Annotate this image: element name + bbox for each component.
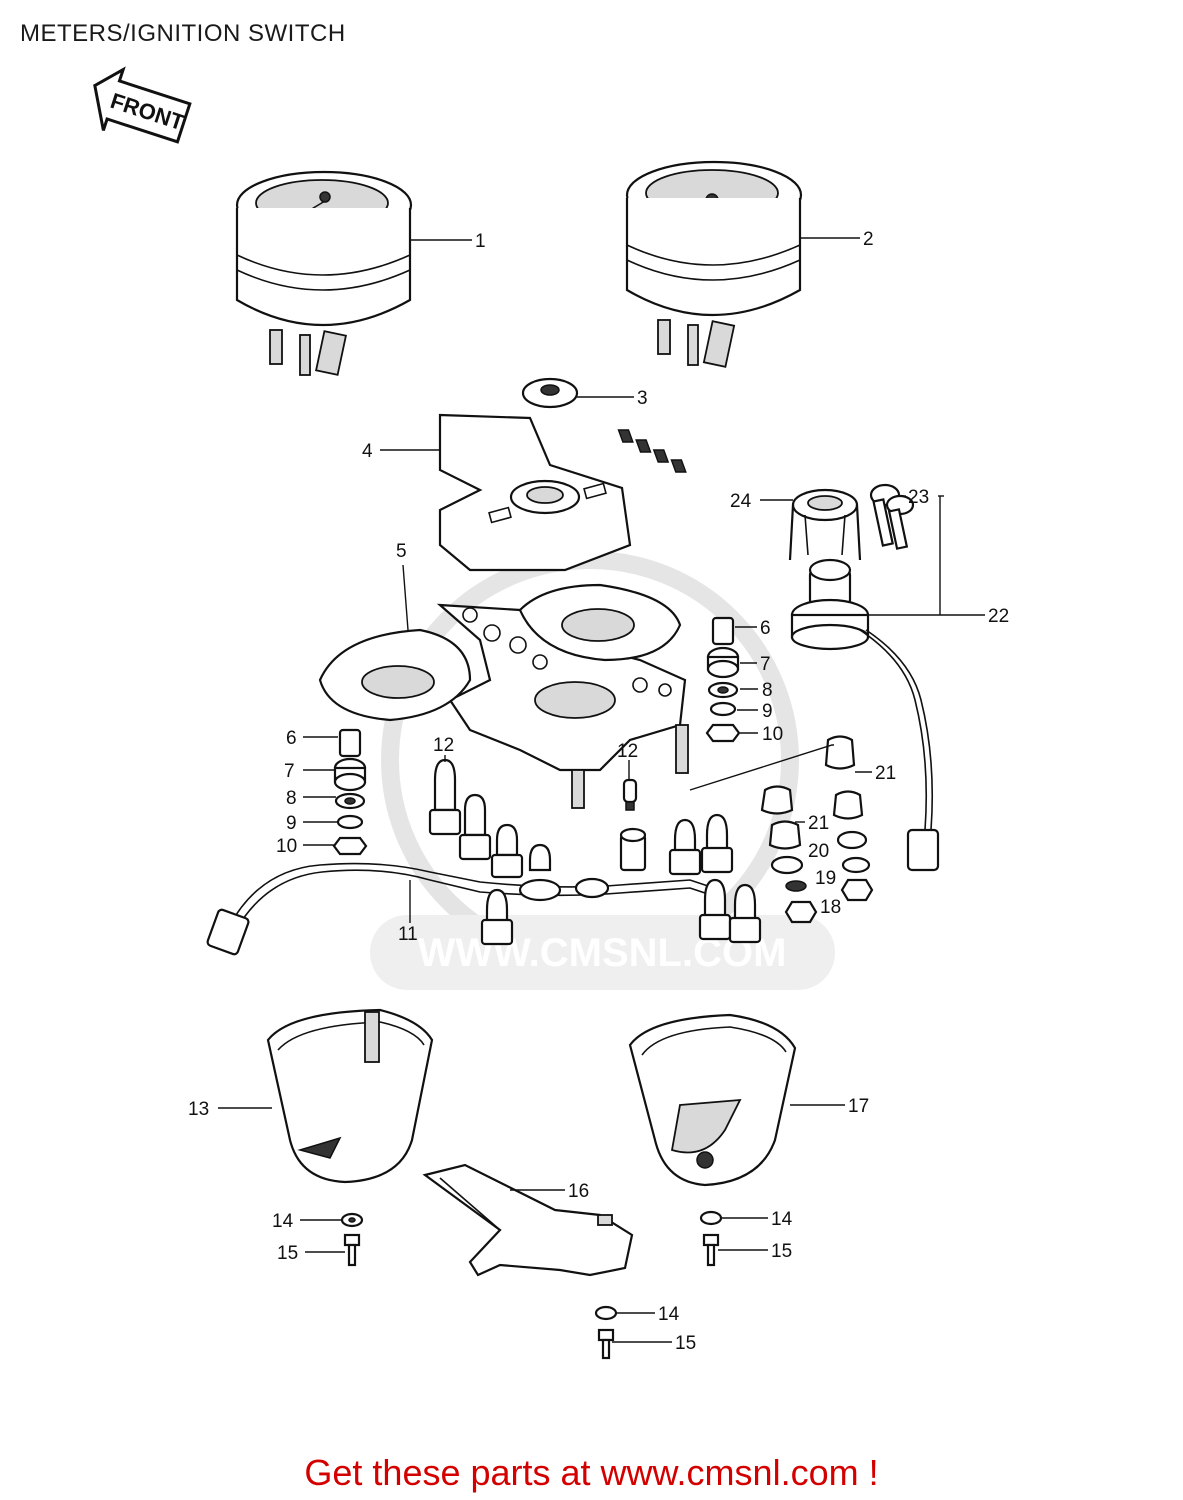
speedometer[interactable] [235,170,413,376]
tachometer-cover[interactable] [628,1013,797,1187]
callout-18: 18 [820,897,841,918]
callout-8-left: 8 [286,788,297,809]
meter-cover-bracket[interactable] [422,1163,634,1277]
ignition-key-set[interactable] [869,483,915,550]
callout-21-lower: 21 [808,813,829,834]
callout-14-center: 14 [658,1304,680,1325]
meter-bracket[interactable] [318,583,689,809]
callout-10-right: 10 [762,724,783,745]
callout-4: 4 [362,441,373,462]
callout-24: 24 [730,491,752,512]
callout-11: 11 [398,924,418,945]
indicator-bulbs[interactable] [428,758,762,946]
callout-labels: 1 2 3 4 5 6 7 8 9 10 6 7 8 9 10 11 12 12… [188,229,1009,1354]
grommet[interactable] [521,377,579,409]
speedometer-cover[interactable] [266,1008,434,1184]
callout-20: 20 [808,841,829,862]
callout-17: 17 [848,1096,869,1117]
callout-15-center: 15 [675,1333,696,1354]
callout-7-right: 7 [760,654,771,675]
callout-23: 23 [908,487,929,508]
callout-10-left: 10 [276,836,297,857]
callout-1: 1 [475,231,486,252]
callout-5: 5 [396,541,407,562]
callout-13: 13 [188,1099,209,1120]
callout-22: 22 [988,606,1009,627]
footer-shop-link[interactable]: Get these parts at www.cmsnl.com ! [304,1452,879,1493]
right-washer-screw[interactable] [699,1210,723,1267]
callout-15-right: 15 [771,1241,792,1262]
callout-12-right: 12 [617,741,638,762]
callout-14-right: 14 [771,1209,793,1230]
callout-21-upper: 21 [875,763,896,784]
callout-9-left: 9 [286,813,297,834]
callout-19: 19 [815,868,836,889]
ignition-switch-cover[interactable] [788,488,862,561]
callout-9-right: 9 [762,701,773,722]
left-fastener-stack[interactable] [332,728,368,856]
callout-14-left: 14 [272,1211,294,1232]
right-bushing-stack[interactable] [760,735,874,924]
callout-3: 3 [637,388,648,409]
left-washer-screw[interactable] [340,1212,364,1267]
callout-2: 2 [863,229,874,250]
callout-15-left: 15 [277,1243,298,1264]
tachometer[interactable] [625,160,803,368]
page-title: METERS/IGNITION SWITCH [20,20,346,47]
callout-16: 16 [568,1181,589,1202]
callout-6-left: 6 [286,728,297,749]
leader-lines [218,237,985,1343]
callout-6-right: 6 [760,618,771,639]
front-direction-arrow: FRONT [93,66,192,144]
indicator-lamp-housing[interactable] [438,413,687,572]
callout-12-left: 12 [433,735,454,756]
center-washer-screw[interactable] [594,1305,618,1360]
meter-wiring-harness[interactable] [206,862,721,956]
ignition-switch[interactable] [790,558,940,872]
right-fastener-stack[interactable] [705,616,741,743]
callout-7-left: 7 [284,761,295,782]
callout-8-right: 8 [762,680,773,701]
